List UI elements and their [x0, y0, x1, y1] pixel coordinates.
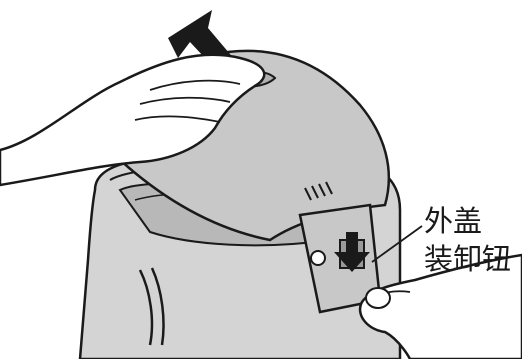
callout-label-line2: 装卸钮 [424, 243, 511, 275]
callout-label-line1: 外盖 [424, 205, 482, 237]
